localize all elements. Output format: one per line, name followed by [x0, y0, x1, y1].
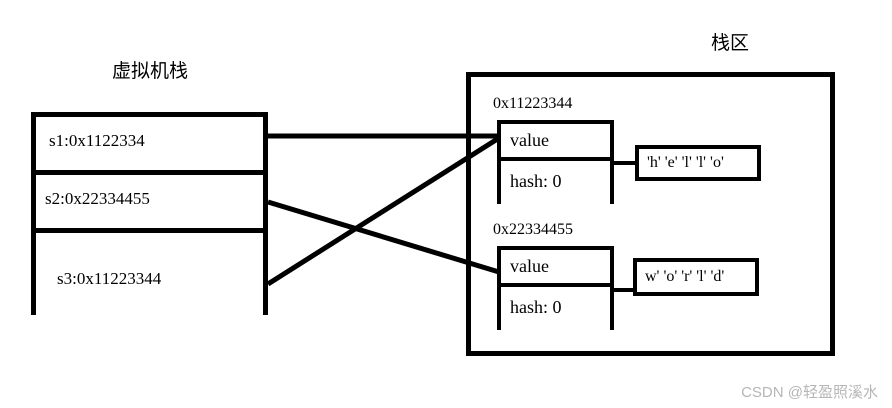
- connector-s3-to-object1: [266, 135, 501, 287]
- stack-cell-s2-label: s2:0x22334455: [45, 189, 150, 208]
- stack-cell-s1-label: s1:0x1122334: [49, 131, 145, 150]
- csdn-watermark: CSDN @轻盈照溪水: [741, 384, 878, 401]
- object-2-value-row: value: [501, 250, 610, 287]
- stack-cell-s3-label: s3:0x11223344: [57, 269, 162, 288]
- object-1-value-label: value: [510, 130, 549, 150]
- heap-region-title: 栈区: [710, 33, 749, 54]
- object-2-hash-label: hash: 0: [510, 297, 562, 317]
- object-2-char-array-box: w' 'o' 'r' 'l' 'd': [633, 258, 759, 296]
- object-1-hash-label: hash: 0: [510, 171, 562, 191]
- object-1-value-row: value: [501, 124, 610, 161]
- object-2-box: value hash: 0: [497, 246, 614, 330]
- connector-s2-to-object2: [267, 199, 500, 275]
- stack-cell-s3[interactable]: s3:0x11223344: [36, 233, 263, 315]
- object-2-address: 0x22334455: [493, 221, 573, 238]
- stack-cell-s2[interactable]: s2:0x22334455: [36, 170, 263, 233]
- vm-stack-title: 虚拟机栈: [111, 61, 188, 82]
- object-1-address: 0x11223344: [493, 95, 573, 112]
- object-1-hash-row: hash: 0: [501, 165, 610, 204]
- stack-cell-s1[interactable]: s1:0x1122334: [36, 117, 263, 170]
- object-1-box: value hash: 0: [497, 120, 614, 204]
- object-2-value-label: value: [510, 256, 549, 276]
- heap-region-box: 0x11223344 value hash: 0 'h' 'e' 'l' 'l'…: [466, 72, 835, 356]
- object-2-hash-row: hash: 0: [501, 291, 610, 330]
- object-2-char-array-label: w' 'o' 'r' 'l' 'd': [645, 268, 725, 285]
- vm-stack-box: s1:0x1122334 s2:0x22334455 s3:0x11223344: [31, 112, 268, 315]
- object-1-char-array-label: 'h' 'e' 'l' 'l' 'o': [647, 154, 724, 171]
- object-1-char-array-box: 'h' 'e' 'l' 'l' 'o': [635, 145, 761, 181]
